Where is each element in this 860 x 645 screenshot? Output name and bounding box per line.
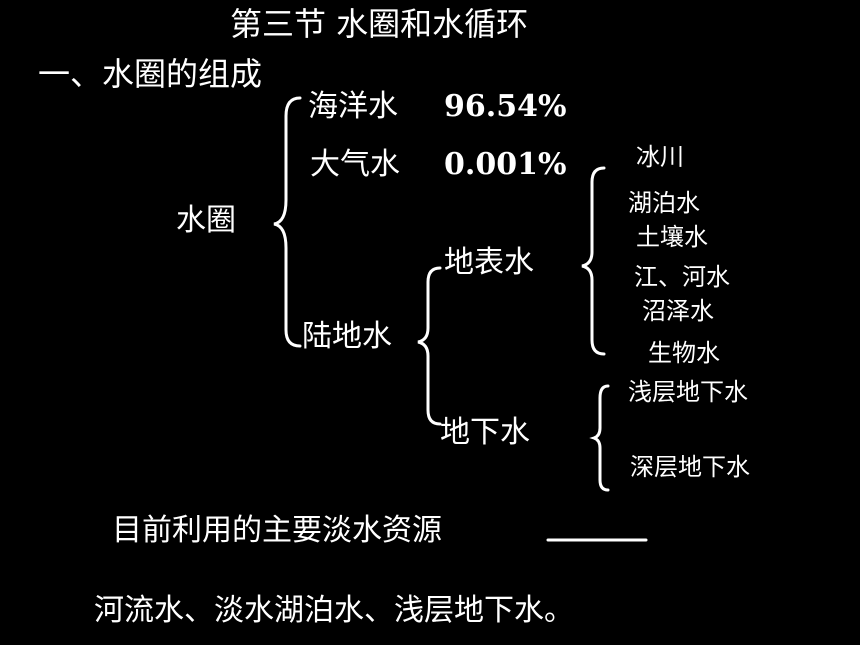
brace-groundwater [589,384,610,492]
ground-item-shallow: 浅层地下水 [628,378,748,406]
surface-item-river: 江、河水 [634,263,730,291]
ground-item-deep: 深层地下水 [630,453,750,481]
surface-item-soil: 土壤水 [636,223,708,251]
ocean-water-label: 海洋水 [308,89,398,124]
hydrosphere-label: 水圈 [176,203,236,238]
slide-title: 第三节 水圈和水循环 [230,5,529,43]
surface-item-biological: 生物水 [648,339,720,367]
question-text: 目前利用的主要淡水资源 [112,513,442,548]
section-heading: 一、水圈的组成 [38,55,263,93]
land-water-label: 陆地水 [302,319,392,354]
surface-item-swamp: 沼泽水 [642,297,714,325]
atmospheric-water-label: 大气水 [310,147,400,182]
atmospheric-water-percent: 0.001% [444,147,567,182]
groundwater-label: 地下水 [440,415,530,450]
brace-hydrosphere [273,96,302,348]
brace-land-water [417,266,442,426]
surface-water-label: 地表水 [444,245,534,280]
answer-text: 河流水、淡水湖泊水、浅层地下水。 [94,593,574,628]
surface-item-glacier: 冰川 [636,143,684,171]
brace-surface-water [581,166,606,356]
ocean-water-percent: 96.54% [444,89,567,124]
surface-item-lake: 湖泊水 [628,189,700,217]
